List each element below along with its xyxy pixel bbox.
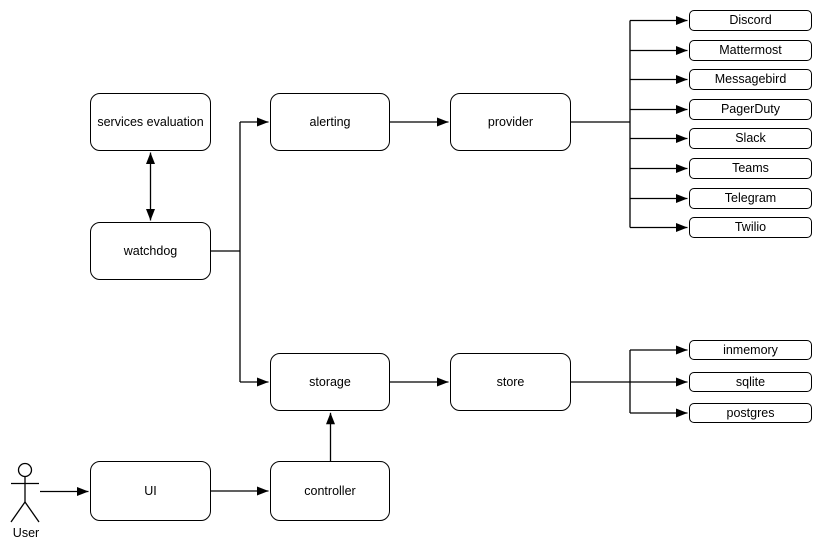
actor-leg-right	[24, 501, 40, 523]
node-store-label: store	[496, 374, 525, 389]
leaf-mattermost: Mattermost	[689, 40, 812, 61]
node-services-evaluation-label: services evaluation	[97, 114, 204, 129]
actor-leg-left	[10, 501, 26, 523]
node-controller-label: controller	[304, 483, 356, 498]
actor-head	[17, 462, 33, 478]
leaf-messagebird: Messagebird	[689, 69, 812, 90]
leaf-pagerduty-label: PagerDuty	[720, 102, 781, 117]
node-alerting-label: alerting	[309, 114, 351, 129]
leaf-messagebird-label: Messagebird	[714, 72, 787, 87]
leaf-twilio-label: Twilio	[734, 220, 767, 235]
user-label: User	[12, 526, 40, 540]
leaf-telegram-label: Telegram	[724, 191, 777, 206]
edges-group	[40, 16, 688, 496]
leaf-pagerduty: PagerDuty	[689, 99, 812, 120]
node-watchdog: watchdog	[90, 222, 211, 280]
leaf-telegram: Telegram	[689, 188, 812, 209]
node-provider-label: provider	[487, 114, 534, 129]
node-ui: UI	[90, 461, 211, 521]
leaf-teams-label: Teams	[732, 161, 769, 176]
node-store: store	[450, 353, 571, 411]
node-watchdog-label: watchdog	[123, 243, 178, 258]
leaf-slack: Slack	[689, 128, 812, 149]
leaf-slack-label: Slack	[735, 131, 766, 146]
leaf-inmemory: inmemory	[689, 340, 812, 360]
node-provider: provider	[450, 93, 571, 151]
leaf-sqlite: sqlite	[689, 372, 812, 392]
leaf-discord-label: Discord	[729, 13, 772, 28]
node-alerting: alerting	[270, 93, 390, 151]
leaf-postgres: postgres	[689, 403, 812, 423]
leaf-twilio: Twilio	[689, 217, 812, 238]
node-services-evaluation: services evaluation	[90, 93, 211, 151]
leaf-sqlite-label: sqlite	[735, 374, 766, 389]
node-ui-label: UI	[144, 483, 157, 498]
leaf-mattermost-label: Mattermost	[719, 43, 782, 58]
node-storage-label: storage	[309, 374, 351, 389]
user-actor-figure	[10, 462, 40, 523]
node-storage: storage	[270, 353, 390, 411]
leaf-teams: Teams	[689, 158, 812, 179]
node-controller: controller	[270, 461, 390, 521]
leaf-inmemory-label: inmemory	[723, 342, 778, 357]
leaf-postgres-label: postgres	[726, 405, 775, 420]
leaf-discord: Discord	[689, 10, 812, 31]
